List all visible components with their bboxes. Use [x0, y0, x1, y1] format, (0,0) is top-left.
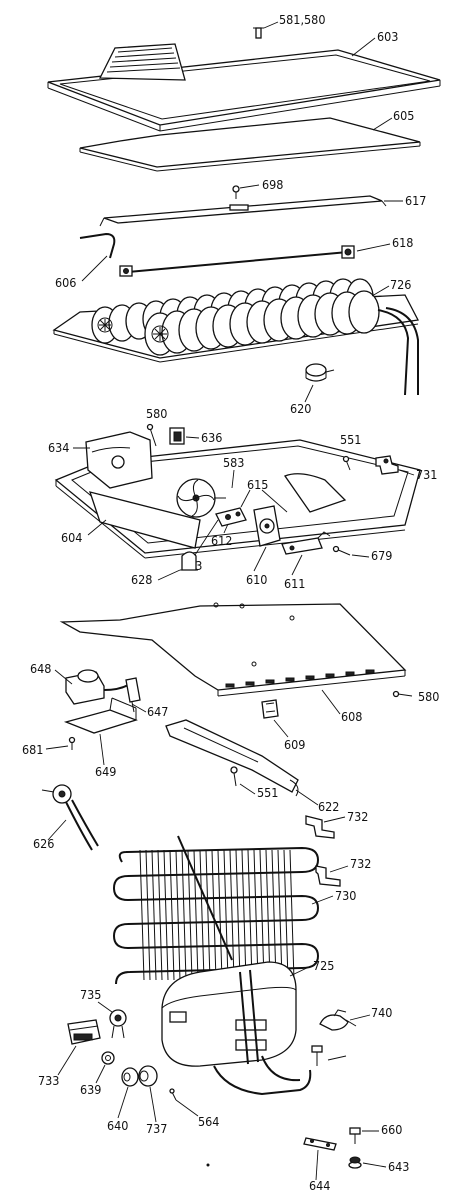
part-551-screw-upper	[342, 455, 351, 471]
label-605: 605	[393, 108, 414, 123]
part-609-clip	[261, 699, 279, 719]
part-644-bracket	[303, 1137, 337, 1151]
part-681-screw	[68, 736, 76, 750]
part-618-heater-rod	[119, 245, 355, 277]
label-564: 564	[198, 1114, 219, 1129]
part-564-grommet	[169, 1088, 177, 1101]
part-610-fan-motor	[253, 505, 281, 547]
part-640-capacitor	[121, 1067, 139, 1087]
label-634: 634	[48, 440, 69, 455]
part-733-overload	[67, 1019, 101, 1045]
part-606-clip	[79, 232, 116, 259]
part-726-evaporator	[52, 278, 419, 396]
label-726: 726	[390, 277, 411, 292]
part-603-top-cover	[47, 43, 441, 132]
label-732-lower: 732	[350, 856, 371, 871]
label-622: 622	[318, 799, 339, 814]
part-551-screw-lower	[230, 766, 238, 787]
part-628-bulb	[180, 551, 198, 571]
part-639-grommet	[101, 1051, 115, 1065]
part-643-grommet	[348, 1156, 362, 1169]
label-615: 615	[247, 477, 268, 492]
label-610: 610	[246, 572, 267, 587]
label-681: 681	[22, 742, 43, 757]
part-608-base-panel	[59, 602, 407, 697]
label-606: 606	[55, 275, 76, 290]
part-bolt	[311, 1045, 347, 1066]
part-636-switch	[169, 427, 185, 445]
label-730: 730	[335, 888, 356, 903]
label-609: 609	[284, 737, 305, 752]
label-617: 617	[405, 193, 426, 208]
label-583: 583	[223, 455, 244, 470]
part-fan-blade	[176, 478, 226, 518]
label-679: 679	[371, 548, 392, 563]
part-605-panel	[79, 117, 421, 172]
label-603: 603	[377, 29, 398, 44]
label-731: 731	[416, 467, 437, 482]
label-618: 618	[392, 235, 413, 250]
label-648: 648	[30, 661, 51, 676]
stray-dot	[206, 1163, 210, 1167]
part-735-relay	[109, 1009, 127, 1039]
part-725-compressor	[161, 961, 312, 1096]
label-628: 628	[131, 572, 152, 587]
part-622-drain-trough	[165, 719, 299, 797]
part-612-motor-bracket	[215, 507, 247, 527]
label-737: 737	[146, 1121, 167, 1136]
part-620-thermostat	[305, 363, 335, 382]
label-740: 740	[371, 1005, 392, 1020]
label-647: 647	[147, 704, 168, 719]
label-640: 640	[107, 1118, 128, 1133]
part-740-tubing-clip	[319, 1009, 357, 1031]
label-725: 725	[313, 958, 334, 973]
part-611-mount	[281, 531, 331, 555]
label-604: 604	[61, 530, 82, 545]
label-551-upper: 551	[340, 432, 361, 447]
label-551-lower: 551	[257, 785, 278, 800]
label-644: 644	[309, 1178, 330, 1193]
part-581-580-screw	[253, 27, 264, 39]
label-611: 611	[284, 576, 305, 591]
part-660-bolt	[349, 1127, 361, 1144]
part-732-clamp-upper	[305, 815, 335, 839]
part-634-fan-shroud	[85, 431, 153, 489]
label-698: 698	[262, 177, 283, 192]
label-735: 735	[80, 987, 101, 1002]
part-737-capacitor	[138, 1065, 158, 1087]
part-580-screw-upper	[146, 423, 157, 447]
label-732-upper: 732	[347, 809, 368, 824]
label-660: 660	[381, 1122, 402, 1137]
part-731-bracket	[375, 455, 399, 475]
label-580-upper: 580	[146, 406, 167, 421]
part-679-screw	[332, 545, 351, 556]
label-639: 639	[80, 1082, 101, 1097]
label-643: 643	[388, 1159, 409, 1174]
label-733: 733	[38, 1073, 59, 1088]
label-608: 608	[341, 709, 362, 724]
label-581-580: 581,580	[279, 12, 326, 27]
part-649-mounting-bracket	[63, 697, 138, 734]
part-580-screw-lower	[392, 690, 413, 698]
part-732-clamp-lower	[315, 865, 341, 887]
part-698-screw	[232, 185, 240, 199]
label-620: 620	[290, 401, 311, 416]
label-649: 649	[95, 764, 116, 779]
label-636: 636	[201, 430, 222, 445]
part-648-timer	[65, 669, 131, 705]
label-580-lower: 580	[418, 689, 439, 704]
part-626-power-cord-plug	[41, 784, 99, 851]
label-626: 626	[33, 836, 54, 851]
part-617-bracket	[99, 195, 387, 227]
label-612: 612	[211, 533, 232, 548]
part-730-condenser	[112, 835, 320, 985]
